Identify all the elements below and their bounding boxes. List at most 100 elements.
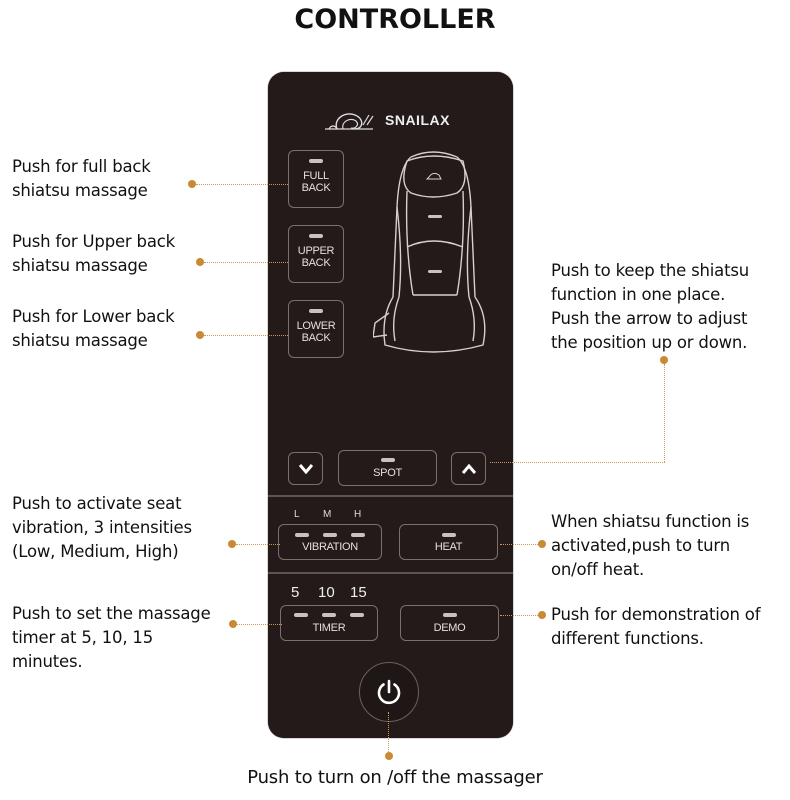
heat-button[interactable]: HEAT (399, 524, 498, 560)
lower-back-button[interactable]: LOWER BACK (288, 300, 344, 358)
demo-led (442, 613, 457, 617)
lower-back-label-line1: LOWER (296, 320, 336, 332)
annotation-line: Push for Lower back (12, 307, 175, 326)
divider (268, 572, 513, 574)
callout-line (204, 335, 288, 336)
down-arrow-button[interactable] (288, 452, 323, 485)
divider (268, 495, 513, 497)
callout-dot (196, 258, 204, 266)
upper-back-led (309, 234, 323, 238)
vibration-led-low (295, 533, 309, 537)
annotation-line: shiatsu massage (12, 181, 148, 200)
vibration-label: VIBRATION (302, 541, 358, 553)
chevron-up-icon (461, 463, 476, 474)
vibration-led-high (351, 533, 365, 537)
full-back-label-line2: BACK (301, 182, 331, 194)
massage-seat-illustration-icon (373, 151, 486, 353)
callout-line (236, 544, 280, 545)
callout-line (237, 624, 282, 625)
spot-label: SPOT (373, 467, 402, 479)
annotation-timer: Push to set the massage timer at 5, 10, … (12, 602, 211, 674)
vibration-level-low: L (294, 509, 300, 520)
chevron-down-icon (298, 463, 313, 474)
annotation-line: minutes. (12, 652, 83, 671)
annotation-upper-back: Push for Upper back shiatsu massage (12, 230, 175, 278)
power-icon (377, 679, 401, 705)
annotation-line: Push for full back (12, 157, 151, 176)
callout-dot (229, 620, 237, 628)
annotation-vibration: Push to activate seat vibration, 3 inten… (12, 492, 192, 564)
annotation-heat: When shiatsu function is activated,push … (551, 510, 749, 582)
annotation-line: vibration, 3 intensities (12, 518, 192, 537)
power-button[interactable] (359, 662, 419, 722)
heat-label: HEAT (434, 541, 463, 553)
callout-line (500, 544, 538, 545)
annotation-line: Push to activate seat (12, 494, 182, 513)
callout-line (664, 364, 665, 462)
up-arrow-button[interactable] (451, 452, 486, 485)
annotation-line: different functions. (551, 629, 704, 648)
timer-led-10 (322, 613, 336, 617)
heat-led (441, 533, 456, 537)
callout-line (196, 184, 288, 185)
brand-name: SNAILAX (385, 112, 450, 128)
callout-dot (188, 180, 196, 188)
annotation-line: on/off heat. (551, 560, 645, 579)
annotation-line: Push to turn on /off the massager (247, 767, 543, 788)
timer-option-5: 5 (291, 584, 300, 601)
callout-line (388, 712, 389, 752)
full-back-label-line1: FULL (303, 170, 329, 182)
timer-label: TIMER (312, 622, 346, 634)
demo-button[interactable]: DEMO (400, 605, 499, 641)
callout-dot (196, 331, 204, 339)
lower-back-led (309, 309, 323, 313)
callout-line (500, 615, 538, 616)
spot-led (380, 458, 395, 462)
timer-option-10: 10 (318, 584, 335, 601)
callout-dot (538, 611, 546, 619)
remote-controller: SNAILAX FULL BACK UPPER BACK LOWER BACK (268, 72, 513, 738)
annotation-line: the position up or down. (551, 333, 748, 352)
vibration-button[interactable]: VIBRATION (278, 524, 382, 560)
snail-logo-icon (325, 113, 374, 130)
vibration-led-medium (323, 533, 337, 537)
annotation-power: Push to turn on /off the massager (0, 766, 790, 790)
annotation-spot: Push to keep the shiatsu function in one… (551, 259, 749, 355)
callout-dot (228, 540, 236, 548)
annotation-line: activated,push to turn (551, 536, 730, 555)
annotation-lower-back: Push for Lower back shiatsu massage (12, 305, 175, 353)
full-back-led (309, 159, 323, 163)
annotation-full-back: Push for full back shiatsu massage (12, 155, 151, 203)
callout-line (204, 262, 288, 263)
annotation-line: Push the arrow to adjust (551, 309, 748, 328)
callout-dot (538, 540, 546, 548)
callout-dot (660, 356, 668, 364)
annotation-line: Push to keep the shiatsu (551, 261, 750, 280)
vibration-level-medium: M (323, 509, 332, 520)
page-title: CONTROLLER (294, 4, 496, 35)
demo-label: DEMO (433, 622, 466, 634)
timer-led-15 (350, 613, 364, 617)
annotation-line: Push for Upper back (12, 232, 175, 251)
spot-button[interactable]: SPOT (338, 450, 437, 486)
timer-option-15: 15 (350, 584, 367, 601)
callout-dot (385, 752, 393, 760)
callout-line (490, 462, 665, 463)
annotation-line: function in one place. (551, 285, 726, 304)
annotation-line: Push to set the massage (12, 604, 211, 623)
lower-back-label-line2: BACK (301, 332, 331, 344)
annotation-line: shiatsu massage (12, 256, 148, 275)
upper-back-label-line1: UPPER (297, 245, 335, 257)
upper-back-button[interactable]: UPPER BACK (288, 225, 344, 283)
timer-led-5 (294, 613, 308, 617)
annotation-line: Push for demonstration of (551, 605, 761, 624)
full-back-button[interactable]: FULL BACK (288, 150, 344, 208)
annotation-line: shiatsu massage (12, 331, 148, 350)
timer-button[interactable]: TIMER (280, 605, 378, 641)
brand: SNAILAX (323, 107, 450, 133)
annotation-line: timer at 5, 10, 15 (12, 628, 154, 647)
vibration-level-high: H (354, 509, 362, 520)
annotation-demo: Push for demonstration of different func… (551, 603, 761, 651)
annotation-line: (Low, Medium, High) (12, 542, 179, 561)
annotation-line: When shiatsu function is (551, 512, 750, 531)
